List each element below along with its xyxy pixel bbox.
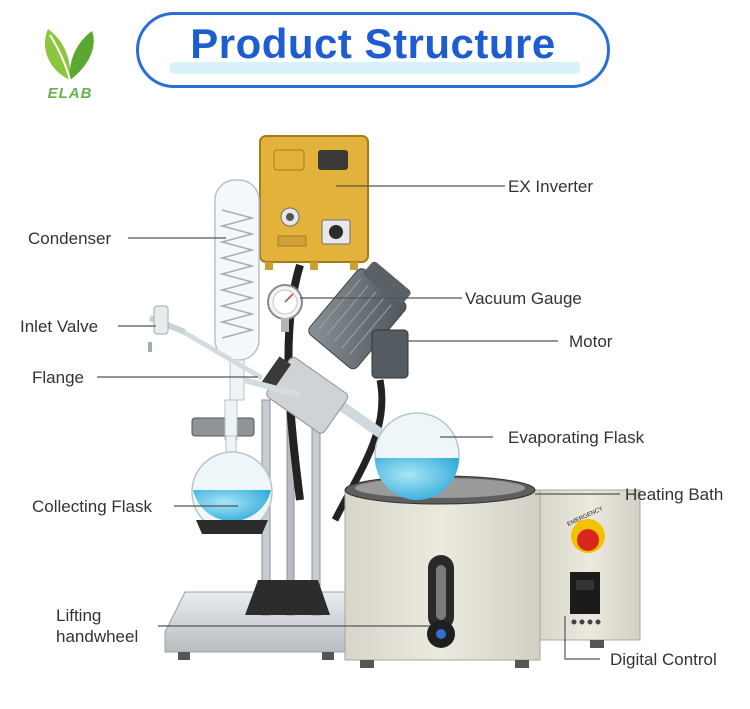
leader-lines xyxy=(97,185,620,660)
label-digital-control: Digital Control xyxy=(610,650,717,669)
label-ex-inverter: EX Inverter xyxy=(508,177,594,196)
label-lifting-handwheel-line1: Lifting xyxy=(56,606,102,625)
heating-bath xyxy=(344,475,541,668)
evaporating-flask-shape xyxy=(337,400,460,500)
label-collecting-flask: Collecting Flask xyxy=(32,497,152,516)
page-title: Product Structure xyxy=(190,20,556,67)
label-evaporating-flask: Evaporating Flask xyxy=(508,428,645,447)
label-motor: Motor xyxy=(569,332,613,351)
title-highlight xyxy=(170,62,580,74)
label-inlet-valve: Inlet Valve xyxy=(20,317,99,336)
collecting-flask-shape xyxy=(191,399,273,534)
emergency-stop-icon xyxy=(577,529,599,551)
inlet-valve-shape xyxy=(148,305,187,352)
vacuum-gauge-dial xyxy=(267,284,303,332)
title-frame xyxy=(136,12,610,88)
leaf-icon xyxy=(44,29,94,81)
ex-inverter-box xyxy=(259,135,369,270)
motor-assembly xyxy=(261,261,411,434)
label-vacuum-gauge: Vacuum Gauge xyxy=(465,289,582,308)
label-condenser: Condenser xyxy=(28,229,112,248)
elab-logo: ELAB xyxy=(30,25,110,110)
label-lifting-handwheel-line2: handwheel xyxy=(56,627,139,646)
control-box xyxy=(539,489,641,648)
label-flange: Flange xyxy=(32,368,84,387)
digital-display xyxy=(570,572,600,614)
label-heating-bath: Heating Bath xyxy=(625,485,724,504)
condenser-shape xyxy=(178,179,301,401)
logo-text: ELAB xyxy=(47,85,93,102)
